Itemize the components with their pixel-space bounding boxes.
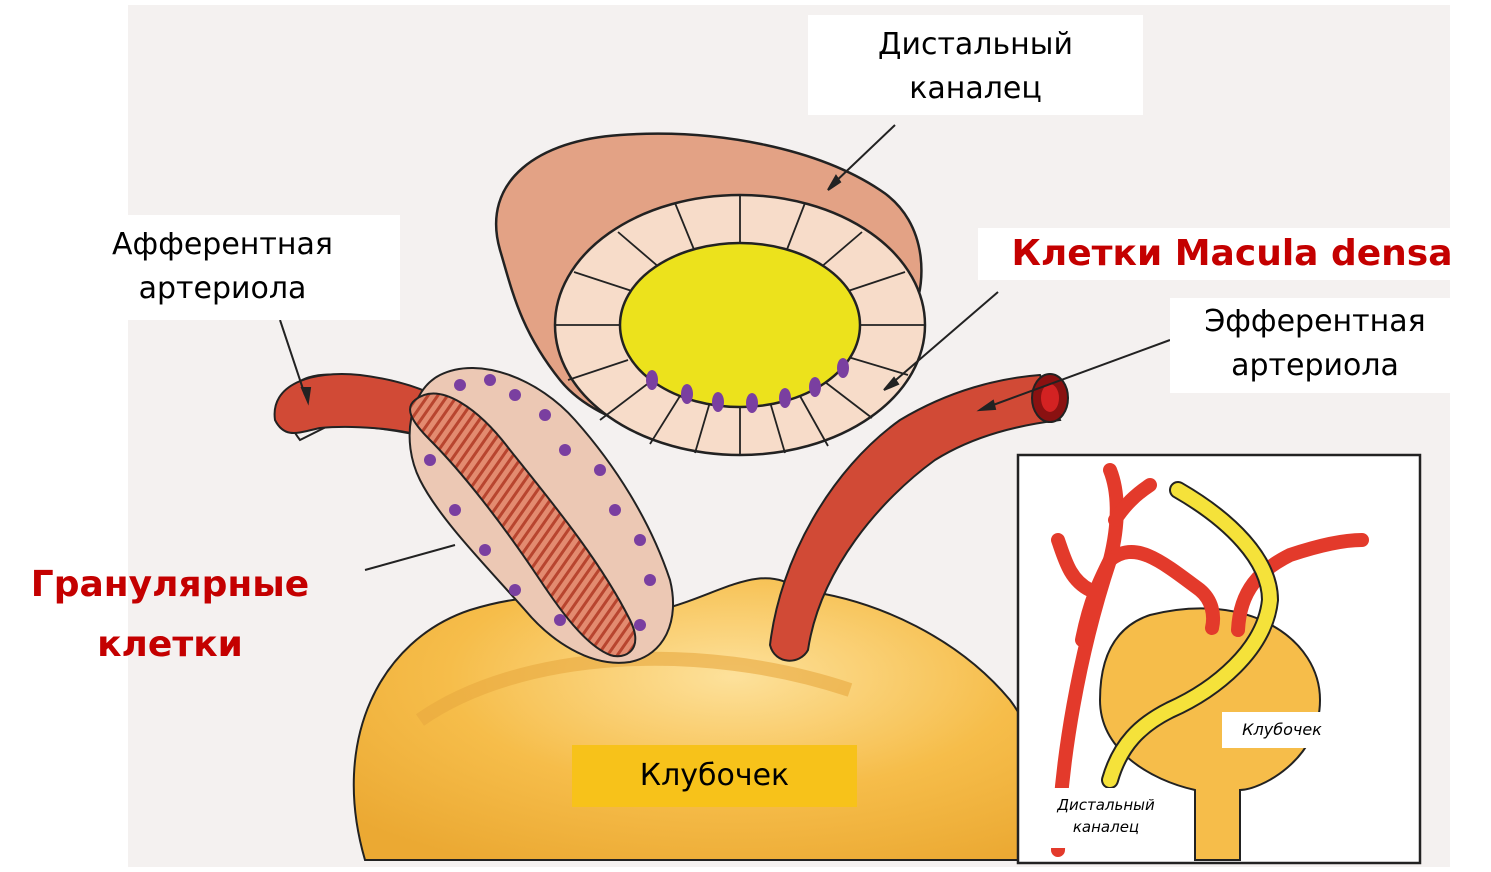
label-inset-glomerulus: Клубочек <box>1222 712 1342 748</box>
label-glomerulus: Клубочек <box>572 745 857 807</box>
label-distal-tubule: Дистальный каналец <box>808 15 1143 115</box>
label-granular-cells: Гранулярные клетки <box>0 555 340 675</box>
label-macula-densa: Клетки Macula densa <box>978 228 1486 280</box>
label-afferent-arteriole: Афферентная артериола <box>45 215 400 320</box>
label-inset-distal-tubule: Дистальный каналец <box>1040 788 1172 848</box>
efferent-lumen <box>1041 384 1059 412</box>
label-efferent-arteriole: Эфферентная артериола <box>1170 298 1460 393</box>
